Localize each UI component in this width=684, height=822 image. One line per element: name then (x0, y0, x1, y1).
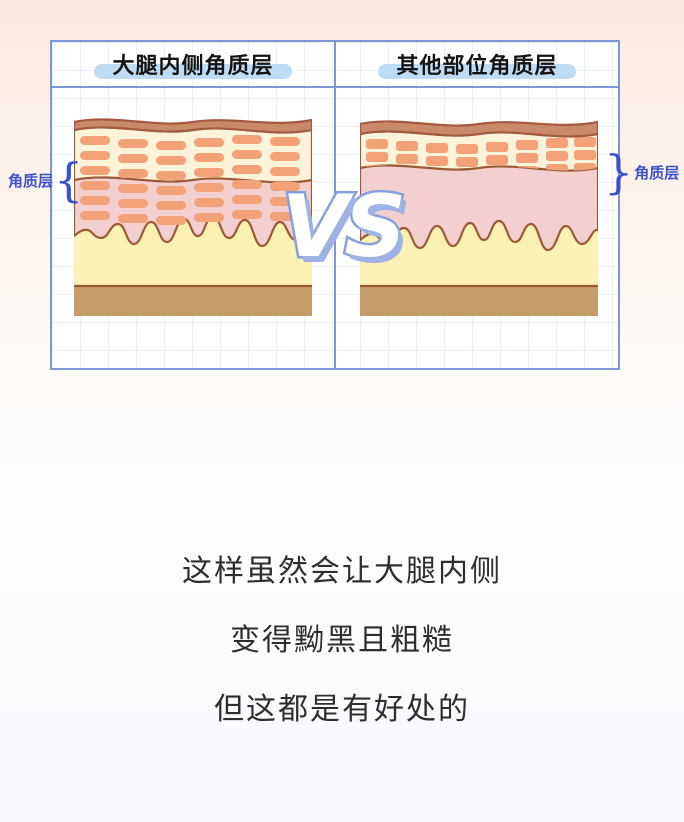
panel-title-row: 大腿内侧角质层 其他部位角质层 (52, 42, 618, 88)
layer-label-left: 角质层 { (8, 153, 84, 207)
panel-vertical-divider (334, 88, 336, 368)
panel-title-left: 大腿内侧角质层 (112, 53, 274, 79)
panel-title-right: 其他部位角质层 (396, 53, 558, 79)
layer-label-right: } 角质层 (604, 145, 680, 199)
comparison-panel: 大腿内侧角质层 其他部位角质层 (50, 40, 620, 370)
layer-label-right-text: 角质层 (634, 164, 680, 183)
title-cell-right: 其他部位角质层 (334, 42, 618, 86)
caption-block: 这样虽然会让大腿内侧 变得黝黑且粗糙 但这都是有好处的 (0, 555, 684, 762)
title-cell-left: 大腿内侧角质层 (52, 42, 334, 86)
caption-line-2: 变得黝黑且粗糙 (230, 623, 454, 658)
layer-label-left-text: 角质层 (8, 172, 54, 191)
skin-diagram-thick (74, 118, 312, 316)
brace-left-icon: { (54, 153, 84, 207)
caption-line-3: 但这都是有好处的 (214, 692, 470, 727)
caption-line-1: 这样虽然会让大腿内侧 (182, 554, 502, 589)
skin-diagram-thin (360, 120, 598, 316)
brace-right-icon: } (604, 145, 634, 199)
title-highlight-left (94, 64, 292, 79)
title-highlight-right (378, 64, 576, 79)
